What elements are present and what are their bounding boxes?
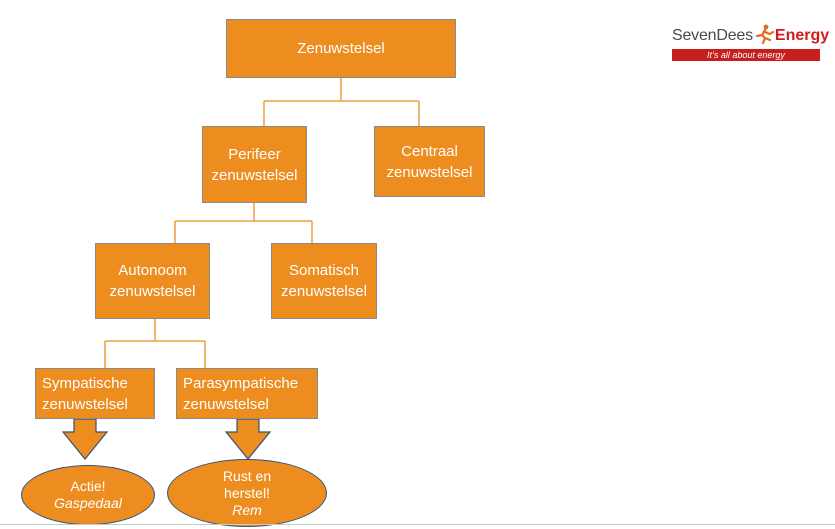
outcome-rust-en-herstel: Rust en herstel! Rem <box>167 459 327 527</box>
logo-brand-part1: SevenDees <box>672 27 753 44</box>
node-label: Centraal <box>401 142 458 160</box>
node-centraal-zenuwstelsel: Centraal zenuwstelsel <box>374 126 485 197</box>
node-label: zenuwstelsel <box>109 283 196 300</box>
node-perifeer-zenuwstelsel: Perifeer zenuwstelsel <box>202 126 307 203</box>
connector-autonoom <box>104 319 206 368</box>
node-label: Perifeer <box>228 145 281 163</box>
outcome-label: Actie! <box>70 478 106 494</box>
connector-perifeer <box>174 203 313 243</box>
node-label: Parasympatische <box>183 374 299 392</box>
node-label: zenuwstelsel <box>281 283 367 300</box>
outcome-actie: Actie! Gaspedaal <box>21 465 155 525</box>
outcome-label: Rust en <box>222 467 272 484</box>
node-label: Zenuwstelsel <box>297 40 385 57</box>
outcome-sublabel: Gaspedaal <box>54 495 122 511</box>
node-sympatische-zenuwstelsel: Sympatische zenuwstelsel <box>35 368 155 419</box>
node-label: Sympatische <box>42 374 128 392</box>
arrow-down-icon <box>224 418 272 460</box>
node-somatisch-zenuwstelsel: Somatisch zenuwstelsel <box>271 243 377 319</box>
node-zenuwstelsel: Zenuwstelsel <box>226 19 456 78</box>
bottom-divider <box>0 524 835 525</box>
node-label: zenuwstelsel <box>183 395 269 413</box>
node-autonoom-zenuwstelsel: Autonoom zenuwstelsel <box>95 243 210 319</box>
sevendees-energy-logo: SevenDees Energy It’s all about energy <box>672 24 830 61</box>
node-label: zenuwstelsel <box>42 395 128 413</box>
logo-tagline: It’s all about energy <box>672 49 820 61</box>
outcome-sublabel: Rem <box>232 501 262 518</box>
outcome-label: herstel! <box>224 484 270 501</box>
connector-root <box>263 78 420 126</box>
node-label: zenuwstelsel <box>211 166 298 184</box>
runner-icon <box>755 24 775 44</box>
arrow-down-icon <box>61 418 109 460</box>
node-label: Somatisch <box>288 262 359 279</box>
logo-brand-part2: Energy <box>774 27 830 44</box>
node-label: Autonoom <box>118 262 187 279</box>
node-label: zenuwstelsel <box>386 163 473 181</box>
node-parasympatische-zenuwstelsel: Parasympatische zenuwstelsel <box>176 368 318 419</box>
